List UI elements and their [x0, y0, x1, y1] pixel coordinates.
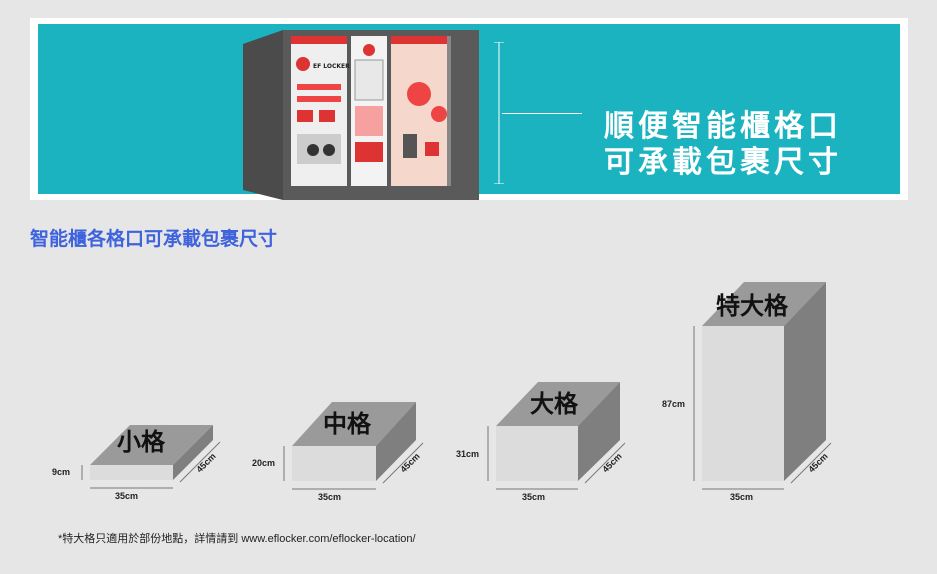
height-bracket	[494, 42, 504, 184]
box-large: 大格 31cm 35cm 45cm	[456, 382, 626, 502]
box-medium-depth: 45cm	[398, 451, 421, 474]
box-size-diagram: 小格 9cm 35cm 45cm 中格 20cm 35cm 45cm 大格 31…	[52, 282, 832, 502]
box-medium-height: 20cm	[252, 458, 275, 468]
box-extra-large: 特大格 87cm 35cm 45cm	[662, 282, 832, 502]
box-medium-width: 35cm	[318, 492, 341, 502]
locker-brand: EF LOCKER	[313, 63, 350, 70]
connector-line	[502, 113, 582, 114]
box-extra-large-width: 35cm	[730, 492, 753, 502]
banner-heading-line1: 順便智能櫃格口	[604, 109, 842, 144]
box-small-label: 小格	[117, 428, 166, 456]
box-small-height: 9cm	[52, 467, 70, 477]
banner-heading-line2: 可承載包裹尺寸	[604, 145, 842, 180]
section-title: 智能櫃各格口可承載包裹尺寸	[30, 228, 278, 250]
locker-illustration: EF LOCKER	[243, 30, 479, 200]
box-small-width: 35cm	[115, 491, 138, 501]
box-medium: 中格 20cm 35cm 45cm	[252, 402, 424, 502]
box-large-height: 31cm	[456, 449, 479, 459]
box-large-label: 大格	[530, 390, 579, 418]
banner: EF LOCKER	[30, 18, 908, 200]
box-extra-large-height: 87cm	[662, 399, 685, 409]
box-medium-label: 中格	[323, 410, 372, 438]
box-large-width: 35cm	[522, 492, 545, 502]
box-small: 小格 9cm 35cm 45cm	[52, 425, 221, 501]
banner-background: EF LOCKER	[38, 24, 900, 200]
box-extra-large-label: 特大格	[716, 292, 789, 320]
footnote: *特大格只適用於部份地點，詳情請到 www.eflocker.com/efloc…	[58, 533, 416, 545]
